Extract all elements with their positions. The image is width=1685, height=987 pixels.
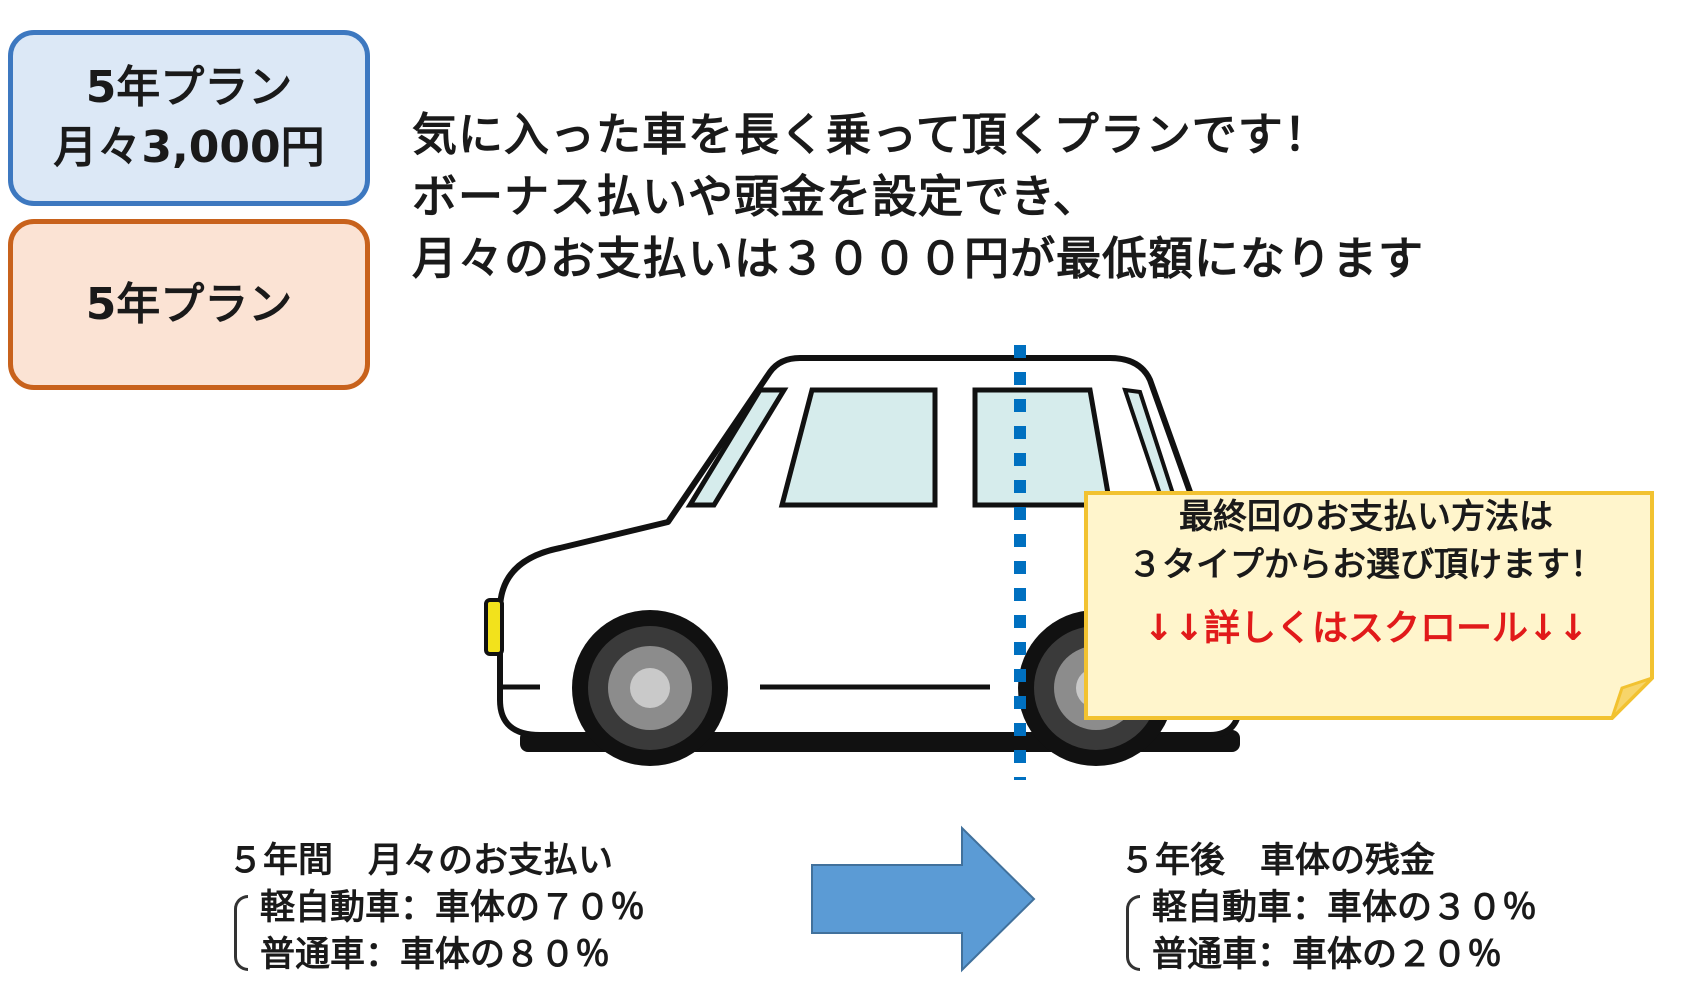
- front-wheel: [572, 610, 728, 766]
- callout-note-fold: [1610, 676, 1654, 720]
- headline-line-1: 気に入った車を長く乗って頂くプランです！: [412, 108, 1330, 161]
- callout-text: 最終回のお支払い方法は ３タイプからお選び頂けます！ ↓↓詳しくはスクロール↓↓: [1086, 493, 1646, 655]
- residual-kei: 軽自動車：車体の３０％: [1152, 888, 1538, 928]
- car-front-window: [778, 387, 938, 508]
- callout-scroll-hint: ↓↓詳しくはスクロール↓↓: [1143, 608, 1589, 649]
- plan-box-5year-title: 5年プラン: [85, 278, 293, 330]
- callout-line-2: ３タイプからお選び頂けます！: [1128, 545, 1604, 585]
- monthly-payment-heading: ５年間 月々のお支払い: [228, 841, 614, 881]
- plan-box-monthly-title: 5年プラン: [85, 62, 293, 113]
- residual-items: 軽自動車：車体の３０％ 普通車：車体の２０％: [1120, 885, 1537, 979]
- car-headlight: [484, 598, 504, 656]
- monthly-payment-kei: 軽自動車：車体の７０％: [260, 888, 646, 928]
- residual-block: ５年後 車体の残金 軽自動車：車体の３０％ 普通車：車体の２０％: [1120, 838, 1537, 979]
- plan-box-5year: 5年プラン: [8, 219, 370, 390]
- monthly-payment-regular: 普通車：車体の８０％: [260, 935, 611, 975]
- plan-box-monthly-price: 月々3,000円: [53, 122, 325, 173]
- right-arrow-icon: [811, 825, 1036, 973]
- monthly-payment-items: 軽自動車：車体の７０％ 普通車：車体の８０％: [228, 885, 645, 979]
- headline-line-2: ボーナス払いや頭金を設定でき、: [412, 170, 1099, 223]
- headline: 気に入った車を長く乗って頂くプランです！ ボーナス払いや頭金を設定でき、 月々の…: [412, 104, 1424, 290]
- car-rear-window: [972, 387, 1113, 508]
- bracket-icon: [1126, 895, 1140, 971]
- car-windshield: [685, 387, 789, 508]
- headline-line-3: 月々のお支払いは３０００円が最低額になります: [412, 232, 1425, 285]
- residual-regular: 普通車：車体の２０％: [1152, 935, 1503, 975]
- monthly-payment-block: ５年間 月々のお支払い 軽自動車：車体の７０％ 普通車：車体の８０％: [228, 838, 645, 979]
- callout-line-1: 最終回のお支払い方法は: [1179, 497, 1553, 537]
- plan-box-monthly: 5年プラン 月々3,000円: [8, 30, 370, 206]
- bracket-icon: [234, 895, 248, 971]
- residual-heading: ５年後 車体の残金: [1120, 841, 1436, 881]
